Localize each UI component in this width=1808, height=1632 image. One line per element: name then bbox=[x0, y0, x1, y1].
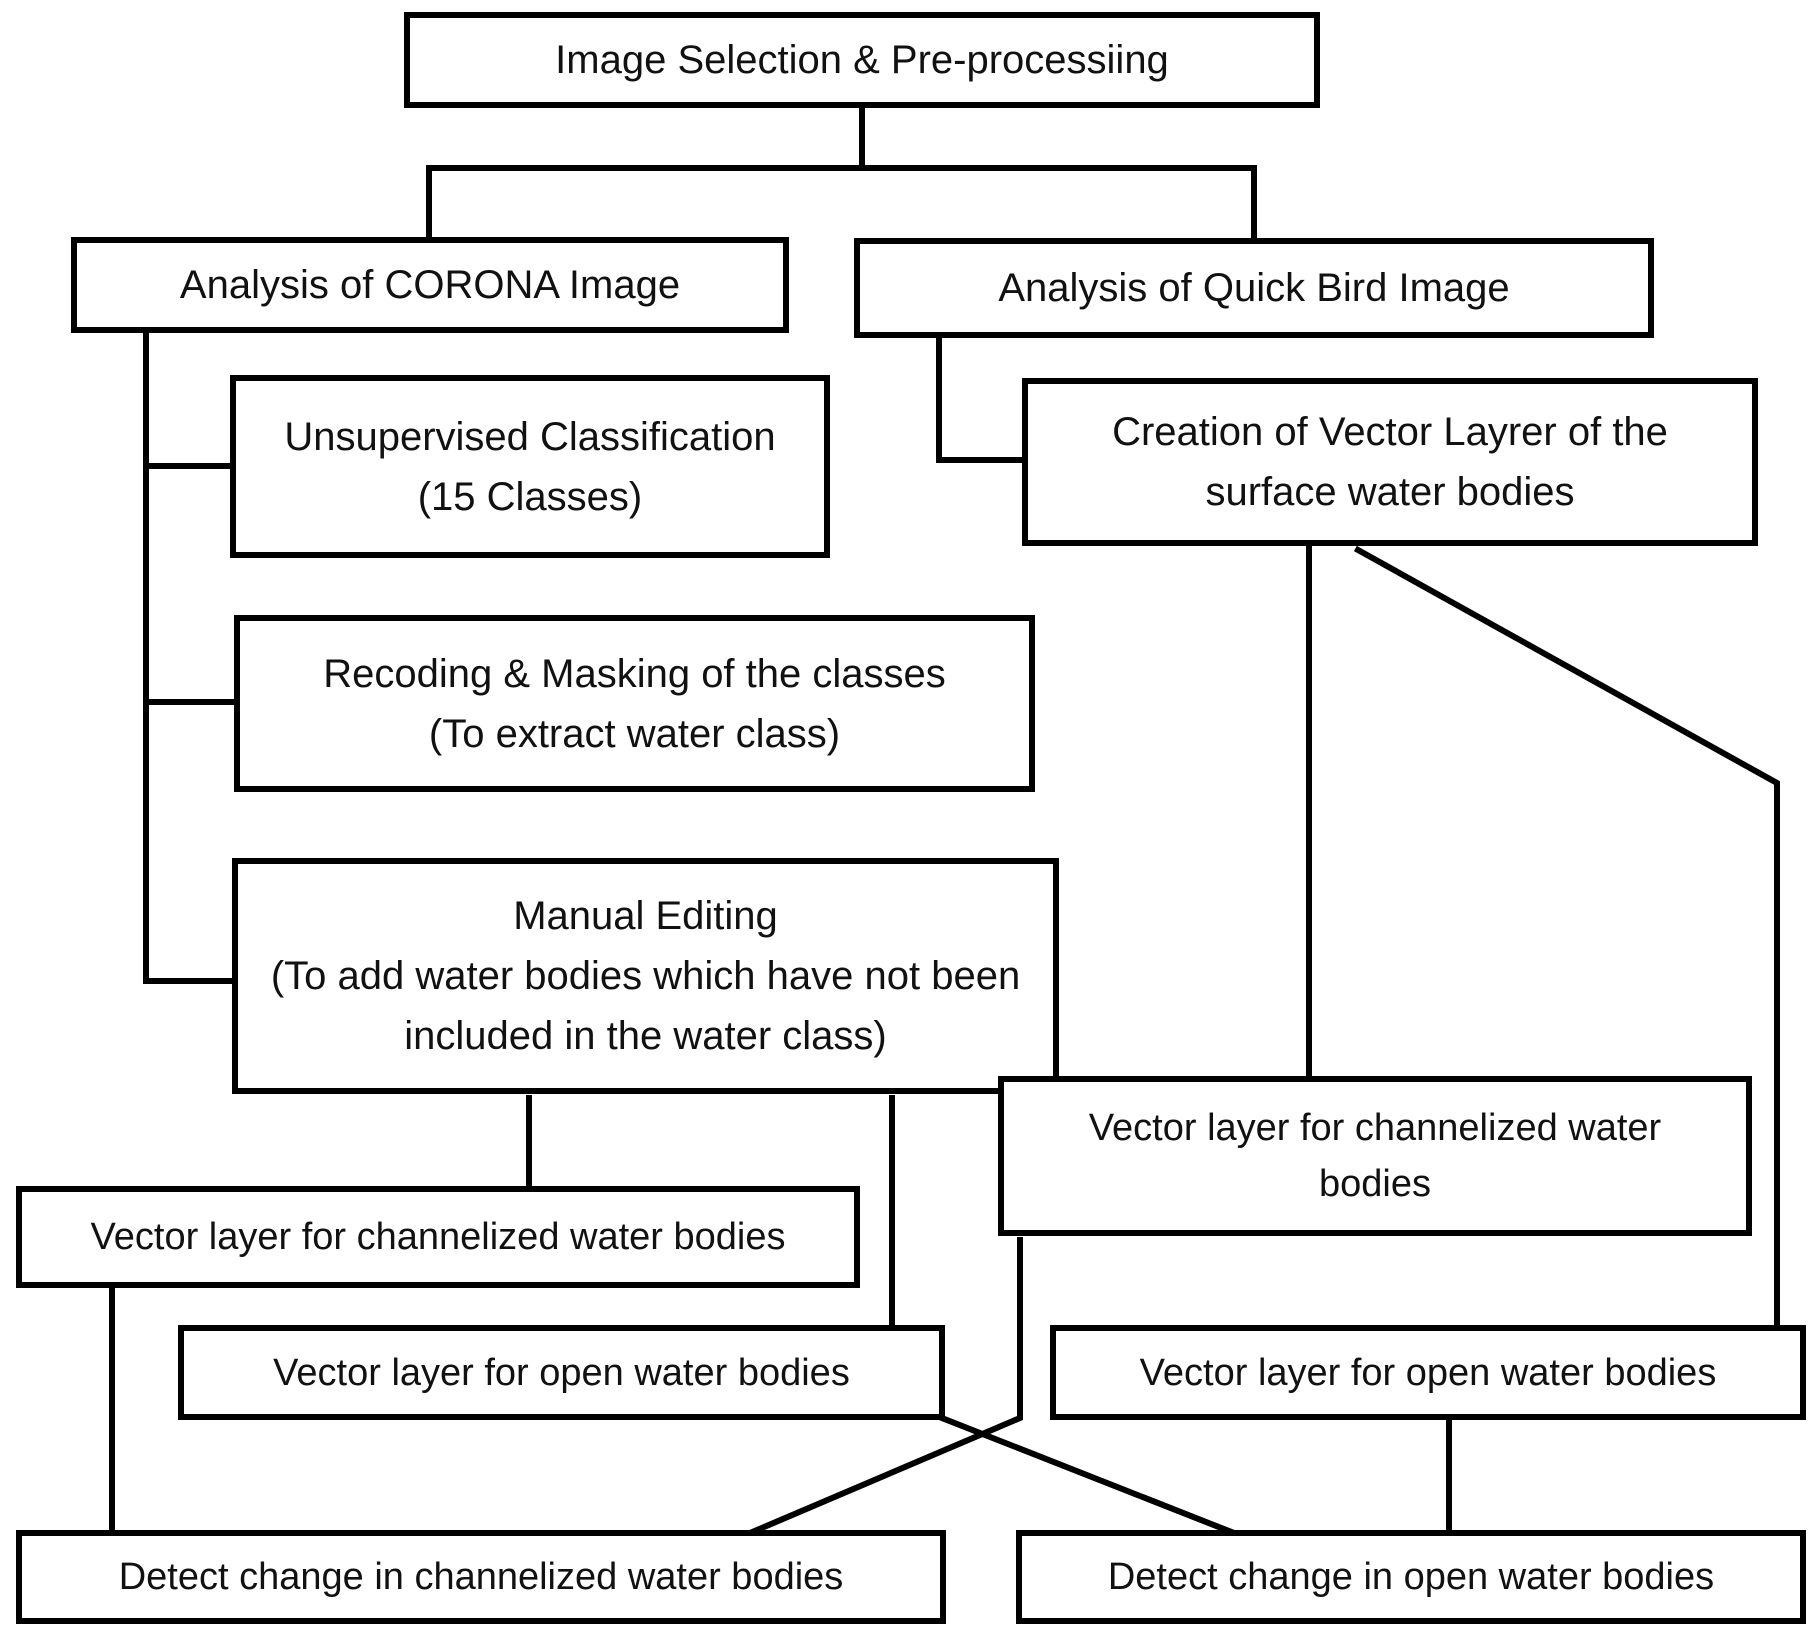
node-unsupervised-classification: Unsupervised Classification (15 Classes) bbox=[230, 375, 830, 558]
connector-creation-to-qb-open bbox=[1353, 545, 1780, 1330]
node-detect-channelized: Detect change in channelized water bodie… bbox=[16, 1530, 946, 1624]
node-creation-vector-line-2: surface water bodies bbox=[1205, 470, 1575, 514]
node-manual-editing: Manual Editing (To add water bodies whic… bbox=[232, 858, 1059, 1094]
node-qb-channelized-line-1: Vector layer for channelized water bbox=[1088, 1107, 1662, 1149]
node-creation-vector-layer: Creation of Vector Layrer of the surface… bbox=[1022, 378, 1758, 546]
connector-qb-channelized-to-detect bbox=[746, 1237, 1023, 1537]
node-detect-open-line-1: Detect change in open water bodies bbox=[1107, 1556, 1715, 1598]
node-unsupervised-line-1: Unsupervised Classification bbox=[284, 414, 776, 459]
node-quickbird-analysis-line-1: Analysis of Quick Bird Image bbox=[998, 266, 1510, 310]
connector-corona-open-to-detect-open bbox=[938, 1414, 1238, 1537]
node-image-selection: Image Selection & Pre-processiing bbox=[404, 12, 1320, 108]
node-detect-channelized-line-1: Detect change in channelized water bodie… bbox=[118, 1556, 844, 1598]
node-corona-channelized-layer: Vector layer for channelized water bodie… bbox=[16, 1186, 860, 1288]
node-manual-editing-line-1: Manual Editing bbox=[513, 894, 778, 938]
node-manual-editing-line-2: (To add water bodies which have not been bbox=[270, 954, 1021, 998]
node-corona-open-line-1: Vector layer for open water bodies bbox=[273, 1351, 850, 1394]
node-quickbird-analysis: Analysis of Quick Bird Image bbox=[854, 238, 1654, 338]
node-qb-open-layer: Vector layer for open water bodies bbox=[1050, 1325, 1806, 1420]
node-qb-channelized-layer: Vector layer for channelized water bodie… bbox=[998, 1076, 1752, 1236]
connector-to-creation bbox=[936, 333, 1027, 463]
node-qb-channelized-line-2: bodies bbox=[1319, 1163, 1431, 1205]
node-qb-open-line-1: Vector layer for open water bodies bbox=[1139, 1351, 1717, 1394]
node-corona-channelized-line-1: Vector layer for channelized water bodie… bbox=[90, 1216, 786, 1258]
node-recoding-line-2: (To extract water class) bbox=[428, 711, 841, 756]
node-unsupervised-line-2: (15 Classes) bbox=[417, 474, 643, 519]
node-image-selection-line-1: Image Selection & Pre-processiing bbox=[555, 38, 1169, 82]
node-creation-vector-line-1: Creation of Vector Layrer of the bbox=[1112, 410, 1668, 454]
node-corona-analysis: Analysis of CORONA Image bbox=[71, 237, 789, 333]
node-recoding-masking: Recoding & Masking of the classes (To ex… bbox=[234, 615, 1035, 792]
node-corona-analysis-line-1: Analysis of CORONA Image bbox=[179, 263, 681, 307]
node-detect-open: Detect change in open water bodies bbox=[1016, 1530, 1806, 1624]
node-recoding-line-1: Recoding & Masking of the classes bbox=[323, 651, 946, 696]
node-corona-open-layer: Vector layer for open water bodies bbox=[178, 1325, 945, 1420]
node-manual-editing-line-3: included in the water class) bbox=[404, 1014, 887, 1058]
